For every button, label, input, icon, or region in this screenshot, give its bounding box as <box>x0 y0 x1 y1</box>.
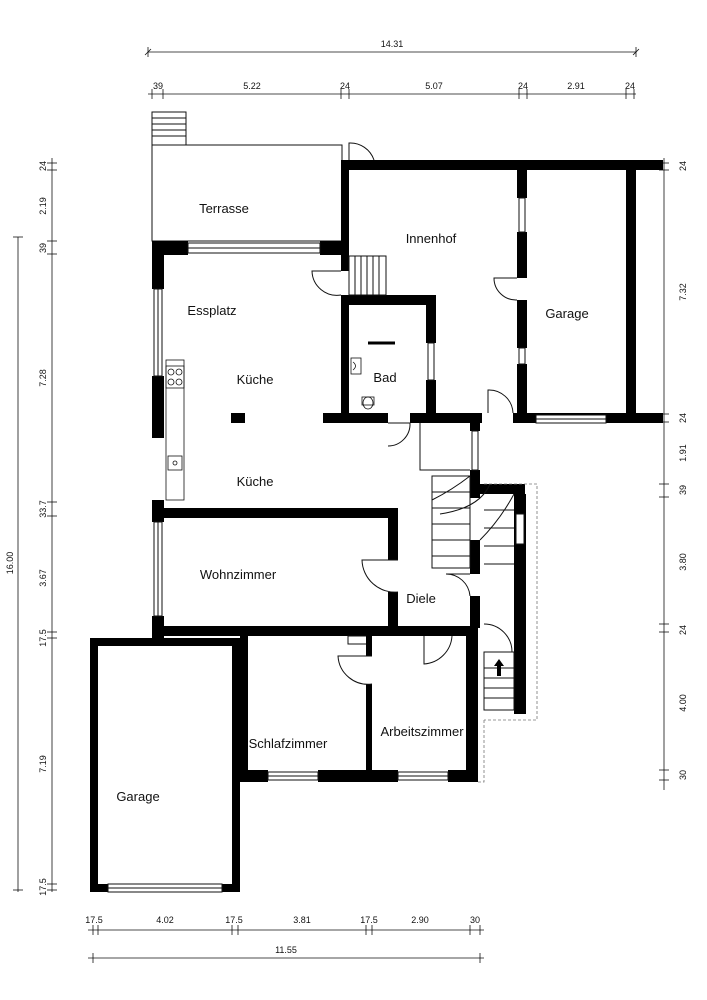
room-labels: Terrasse Innenhof Garage Essplatz Küche … <box>116 201 588 804</box>
dim-right-4: 1.91 <box>678 444 688 462</box>
dim-right-7: 24 <box>678 625 688 635</box>
dim-top-7: 24 <box>625 81 635 91</box>
dim-right-3: 24 <box>678 413 688 423</box>
dimension-labels: 14.31 39 5.22 24 5.07 24 2.91 24 17.5 4.… <box>5 39 688 955</box>
dimension-lines <box>13 47 669 963</box>
washbasin-icon <box>350 357 362 375</box>
kitchen-fixtures <box>165 359 185 501</box>
dim-bottom-total: 11.55 <box>275 945 297 955</box>
dim-left-1: 24 <box>38 161 48 171</box>
terrace-area <box>151 111 343 242</box>
dim-left-7: 17.5 <box>38 629 48 647</box>
bathroom-fixtures <box>350 341 395 410</box>
dim-top-total: 14.31 <box>381 39 404 49</box>
dim-bottom-4: 3.81 <box>293 915 311 925</box>
dim-bottom-1: 17.5 <box>85 915 103 925</box>
stairs <box>348 255 515 711</box>
dim-bottom-7: 30 <box>470 915 480 925</box>
room-label-wohnzimmer: Wohnzimmer <box>200 567 277 582</box>
room-label-innenhof: Innenhof <box>406 231 457 246</box>
dim-right-6: 3.80 <box>678 553 688 571</box>
room-label-garage-right: Garage <box>545 306 588 321</box>
dim-right-2: 7.32 <box>678 283 688 301</box>
porch-outline <box>478 483 538 783</box>
dim-top-5: 24 <box>518 81 528 91</box>
dim-bottom-5: 17.5 <box>360 915 378 925</box>
room-label-essplatz: Essplatz <box>187 303 236 318</box>
room-label-schlafzimmer: Schlafzimmer <box>249 736 328 751</box>
dim-left-5: 33.7 <box>38 500 48 518</box>
dim-left-total: 16.00 <box>5 552 15 575</box>
stove-icon <box>165 365 185 389</box>
room-label-diele: Diele <box>406 591 436 606</box>
dim-top-2: 5.22 <box>243 81 261 91</box>
room-label-kueche-1: Küche <box>237 372 274 387</box>
room-label-kueche-2: Küche <box>237 474 274 489</box>
room-label-arbeitszimmer: Arbeitszimmer <box>380 724 464 739</box>
windows <box>107 197 607 893</box>
room-label-terrasse: Terrasse <box>199 201 249 216</box>
dim-top-6: 2.91 <box>567 81 585 91</box>
dim-right-5: 39 <box>678 485 688 495</box>
dim-bottom-6: 2.90 <box>411 915 429 925</box>
dim-left-8: 7.19 <box>38 755 48 773</box>
dim-right-8: 4.00 <box>678 694 688 712</box>
dim-right-1: 24 <box>678 161 688 171</box>
entry-arrow-icon <box>494 659 504 676</box>
toilet-icon <box>361 396 375 410</box>
dim-top-1: 39 <box>153 81 163 91</box>
dim-left-3: 39 <box>38 243 48 253</box>
dim-left-2: 2.19 <box>38 197 48 215</box>
dim-bottom-2: 4.02 <box>156 915 174 925</box>
sink-icon <box>167 455 183 471</box>
room-label-garage-left: Garage <box>116 789 159 804</box>
dim-right-9: 30 <box>678 770 688 780</box>
dim-top-3: 24 <box>340 81 350 91</box>
dim-top-4: 5.07 <box>425 81 443 91</box>
room-label-bad: Bad <box>373 370 396 385</box>
column <box>231 413 245 423</box>
dim-bottom-3: 17.5 <box>225 915 243 925</box>
dim-left-9: 17.5 <box>38 878 48 896</box>
dim-left-4: 7.28 <box>38 369 48 387</box>
walls <box>90 160 663 892</box>
doors <box>311 142 518 685</box>
dim-left-6: 3.67 <box>38 569 48 587</box>
